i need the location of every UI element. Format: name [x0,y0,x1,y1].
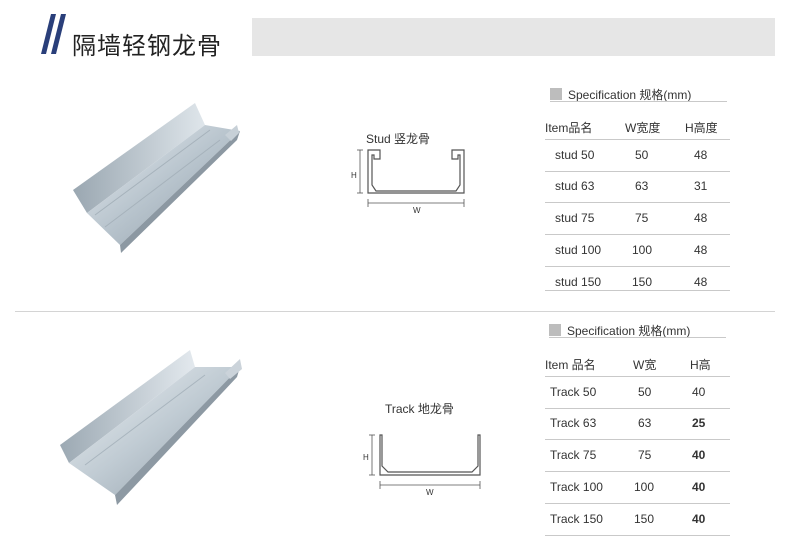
track-spec-table: Item 品名 W宽 H高 Track 50 50 40 Track 63 63… [545,347,730,537]
column-header: H高度 [685,121,718,135]
header-bar [252,18,775,56]
table-row: stud 63 63 31 [545,171,730,203]
track-dim-w: W [426,488,434,497]
stud-table-bottom-line [545,290,730,291]
table-row: Track 50 50 40 [545,376,730,409]
table-row: Track 63 63 25 [545,408,730,440]
table-row: stud 100 100 48 [545,235,730,267]
table-row: stud 150 150 48 [555,275,708,289]
track-label: Track 地龙骨 [385,402,454,416]
column-header: W宽度 [625,121,661,135]
square-bullet-icon [549,324,561,336]
stud-spec-underline [550,101,727,102]
stud-dim-w: W [413,206,421,215]
stud-spec-table: Item品名 W宽度 H高度 stud 50 50 48 stud 63 63 … [545,110,730,290]
page-title: 隔墙轻钢龙骨 [72,32,222,60]
stud-spec-title: Specification 规格(mm) [550,86,691,103]
stud-cross-section-diagram: H W [351,149,465,215]
table-row: Track 150 150 40 [545,504,730,536]
table-row: Track 100 100 40 [545,472,730,504]
stud-label: Stud 竖龙骨 [366,132,431,146]
stud-product-image [73,103,240,253]
section-divider [15,311,775,312]
table-row: stud 75 75 48 [545,203,730,235]
stud-dim-h: H [351,171,357,180]
table-row: stud 50 50 48 [545,139,730,172]
column-header: Item 品名 [545,358,596,372]
square-bullet-icon [550,88,562,100]
track-cross-section-diagram: H W [363,434,481,497]
track-spec-underline [549,337,726,338]
column-header: Item品名 [545,121,593,135]
column-header: H高 [690,358,711,372]
column-header: W宽 [633,358,657,372]
track-product-image [60,350,242,505]
table-row: Track 75 75 40 [545,440,730,472]
track-dim-h: H [363,453,369,462]
track-spec-title: Specification 规格(mm) [549,322,690,339]
